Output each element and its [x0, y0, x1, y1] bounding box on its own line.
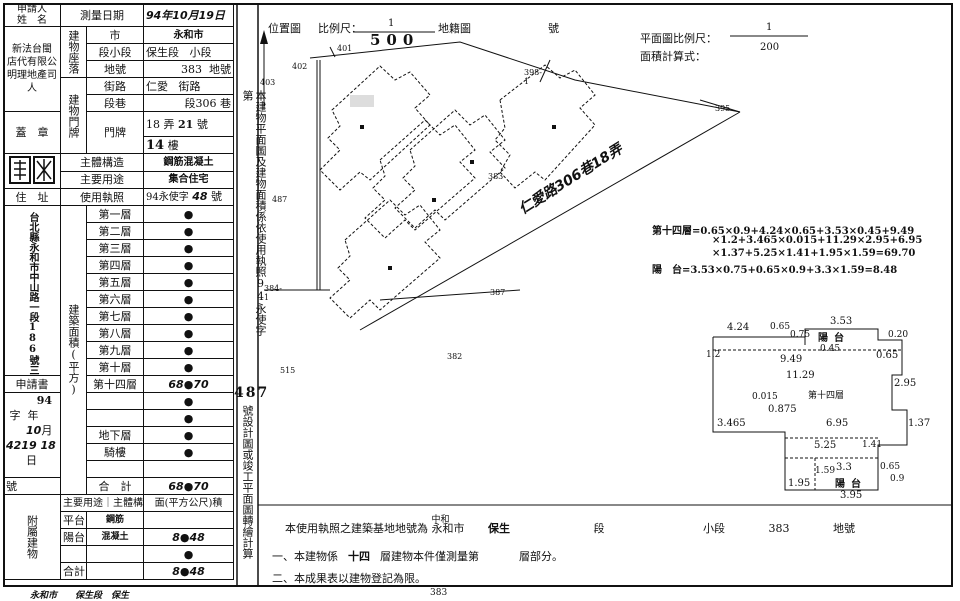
dimension: 1.37	[908, 418, 931, 429]
lot-label: 395	[715, 104, 731, 113]
floor-value: ●	[143, 205, 234, 223]
application-date: 94 字 年 10月 4219 18 日	[3, 392, 61, 478]
address-section-value: 保生段 小段	[143, 43, 234, 61]
door-number-value: 18 弄 21 號	[143, 111, 234, 137]
stamp-label: 蓋 章	[3, 111, 61, 154]
balcony-label: 陽台	[835, 479, 867, 490]
area-calc-label: 面積計算式：	[640, 50, 706, 63]
dimension: 0.9	[890, 474, 905, 484]
door-floor-value: 14 樓	[143, 136, 234, 154]
floor-area-label: 建築面積(平方)	[60, 205, 87, 495]
floor-name-label: 第十四層	[808, 391, 845, 401]
site-scale-label: 比例尺：	[318, 22, 362, 35]
dimension: 1.59	[815, 466, 836, 476]
dimension: 1.95	[788, 478, 811, 489]
plan-scale-denominator: 200	[760, 42, 780, 53]
plan-scale-label: 平面圖比例尺：	[640, 32, 717, 45]
drawing-basis-text: 本建物平面圖及建物面積係依使用執照94永使字第	[241, 90, 267, 336]
seal-icon	[9, 156, 55, 184]
plan-scale-numerator: 1	[766, 22, 773, 33]
lot-label: 402	[292, 62, 308, 71]
site-scale-numerator: 1	[388, 18, 395, 29]
balcony-label: 陽台	[818, 333, 850, 344]
lot-label: 487	[272, 195, 288, 204]
dimension: 0.65	[770, 322, 791, 332]
dimension: 3.53	[830, 316, 853, 327]
dimension: 5.25	[814, 440, 837, 451]
site-scale-denominator: 500	[370, 31, 420, 49]
dimension: 0.45	[820, 344, 841, 354]
lot-label: 398-1	[524, 68, 542, 86]
dimension: 3.95	[840, 490, 863, 501]
dimension: 3.465	[717, 418, 746, 429]
footer-right: 383	[430, 588, 448, 598]
dimension: 0.75	[790, 330, 811, 340]
attached-header-use: 主要用途｜主體構造	[60, 494, 144, 512]
owner-address-cell: 台北縣永和市中山路一段186號三樓	[3, 205, 61, 376]
lot-label: 403	[260, 78, 276, 87]
lot-label: 401	[337, 44, 353, 53]
dimension: 11.29	[786, 370, 815, 381]
site-plan-title: 位置圖	[268, 22, 301, 35]
dimension: 0.65	[876, 350, 899, 361]
dimension: 3.3	[836, 462, 852, 473]
dimension: 6.95	[826, 418, 849, 429]
lot-label: 387	[490, 288, 506, 297]
area-calc-line: ×1.37+5.25×1.41+1.95×1.59=69.70	[712, 248, 916, 259]
dimension: 2.95	[894, 378, 917, 389]
cadastral-map-label: 地籍圖	[438, 22, 471, 35]
attached-total-value: 8●48	[143, 562, 234, 580]
drawing-basis-text-2: 號設計圖或竣工平面圖轉繪計算	[241, 405, 254, 559]
dimension: 4.24	[727, 322, 750, 333]
note-line-2: 一、本建物係十四層建物本件僅測量第層部分。	[272, 550, 563, 563]
lot-label: 515	[280, 366, 296, 375]
survey-date-label: 測量日期	[60, 3, 144, 27]
dimension: 0.875	[768, 404, 797, 415]
lot-label: 383	[488, 172, 504, 181]
footer-left: 永和市 保生段 保生	[30, 591, 130, 601]
dimension: 0.20	[888, 330, 909, 340]
drawing-basis-number: 487	[234, 385, 270, 401]
attached-group-label: 附屬建物	[3, 494, 61, 580]
door-number-label: 門牌	[86, 111, 144, 154]
balcony-calc-line: 陽 台=3.53×0.75+0.65×0.9+3.3×1.59=8.48	[652, 265, 898, 276]
dimension: 0.65	[880, 462, 901, 472]
owner-address: 台北縣永和市中山路一段186號三樓	[27, 212, 38, 376]
lot-label: 384-1	[264, 284, 282, 302]
dimension: 1.2	[706, 350, 721, 360]
registration-table: 申請人姓 名 測量日期 94年10月19日 新法台閩 店代有限公 明理地產司 人…	[3, 3, 234, 580]
area-calc-line: 第十四層=0.65×0.9+4.24×0.65+3.53×0.45+9.49	[652, 226, 915, 237]
dimension: 9.49	[780, 354, 803, 365]
note-line-3: 二、本成果表以建物登記為限。	[272, 572, 426, 585]
lot-label: 382	[447, 352, 463, 361]
dimension: 1.41	[862, 440, 883, 450]
area-calc-line: ×1.2+3.465×0.015+11.29×2.95+6.95	[712, 235, 923, 246]
survey-date-value: 94年10月19日	[143, 3, 234, 27]
note-line-1: 本使用執照之建築基地地號為 中和永和市 保生 段 小段 383 地號	[285, 515, 855, 535]
dimension: 0.015	[752, 392, 778, 402]
door-group-label: 建物門牌	[60, 77, 87, 154]
cadastral-map-number-label: 號	[548, 22, 559, 35]
